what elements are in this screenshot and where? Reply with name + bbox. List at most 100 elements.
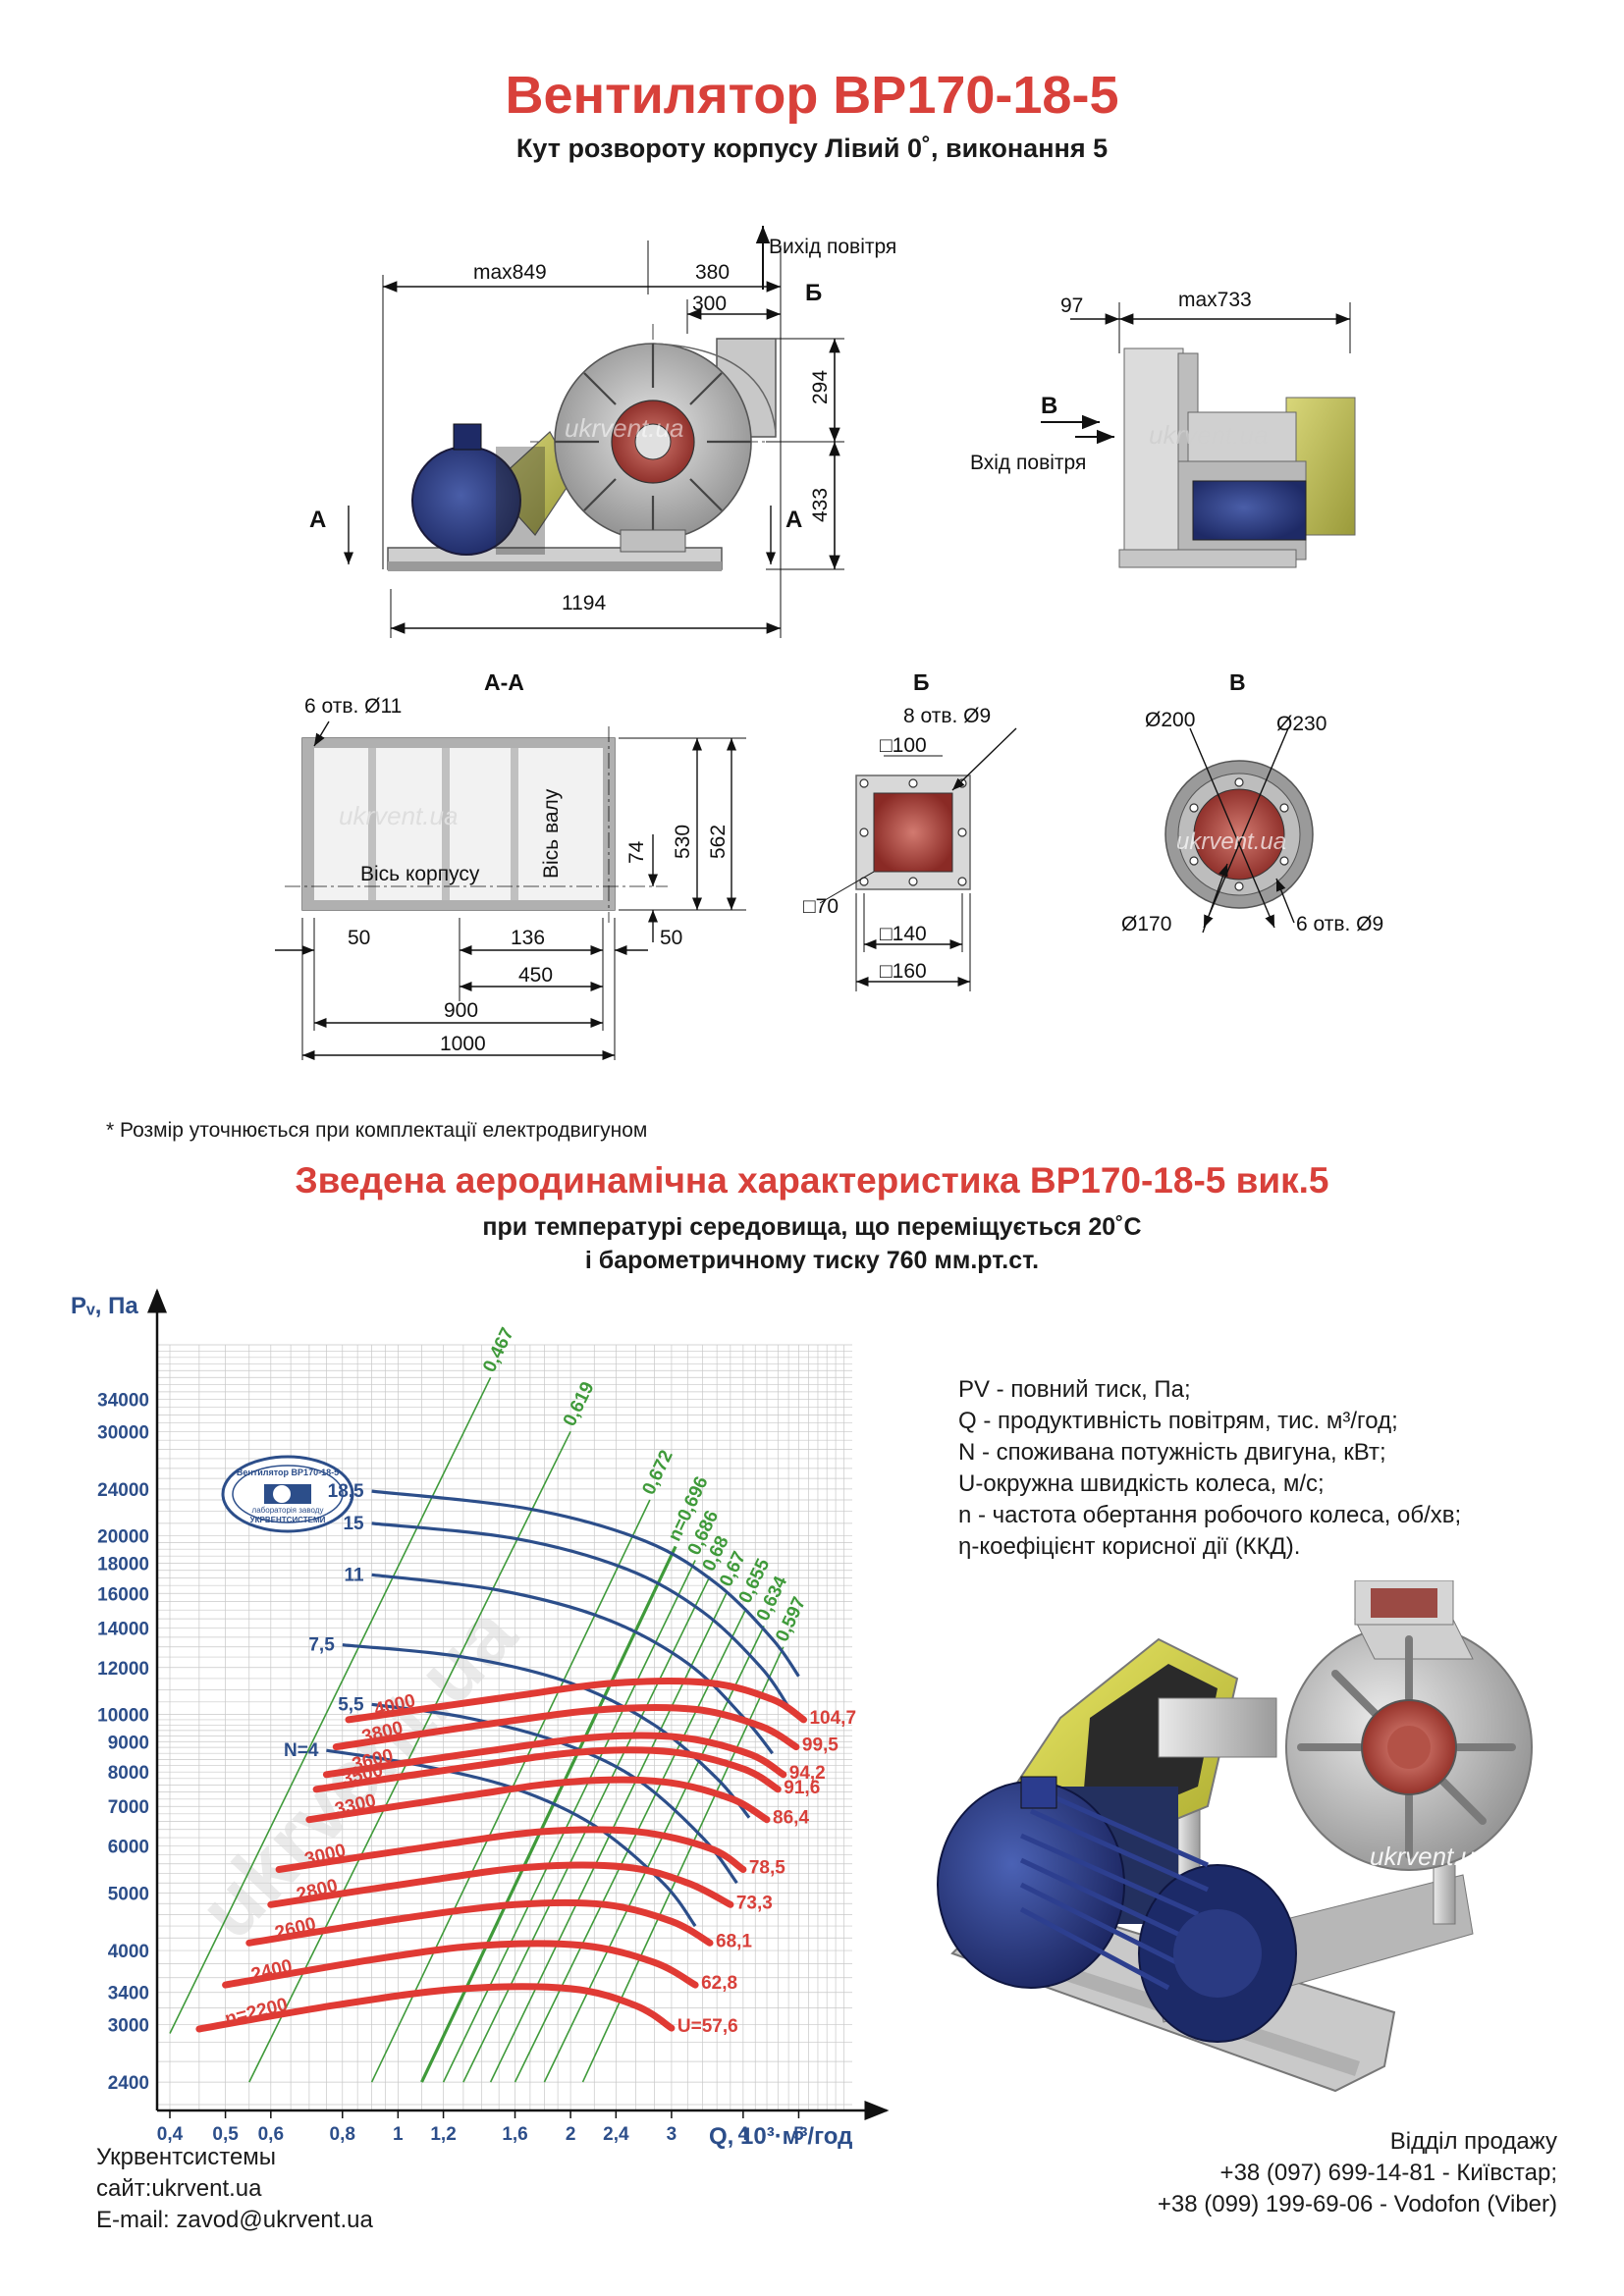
- x-tick-label: 0,6: [258, 2124, 284, 2145]
- power-label: 18,5: [328, 1481, 364, 1502]
- chart-section-title: Зведена аеродинамічна характеристика ВР1…: [295, 1160, 1329, 1201]
- section-aa: [275, 721, 746, 1061]
- y-tick-label: 3000: [108, 2016, 149, 2037]
- air-outlet-label: Вихід повітря: [769, 236, 896, 258]
- speed-curve: [222, 1940, 699, 1989]
- section-mark-a-right: А: [785, 507, 802, 533]
- dim-530: 530: [672, 825, 694, 859]
- x-tick-label: 5: [793, 2124, 804, 2145]
- dim-300: 300: [692, 293, 727, 315]
- x-tick-label: 1: [393, 2124, 404, 2145]
- dim-1194: 1194: [562, 592, 606, 614]
- fan-illustration: ukrvent.ua: [937, 1580, 1533, 2093]
- sales-phone-vodafone[interactable]: +38 (099) 199-69-06 - Vodofon (Viber): [1157, 2191, 1557, 2217]
- y-tick-label: 10000: [97, 1706, 149, 1727]
- dim-d200: Ø200: [1145, 709, 1195, 731]
- chart-axes: 2400 3000 3400 4000 5000 6000 7000 8000 9000 1000…: [97, 1288, 890, 2145]
- dim-d230: Ø230: [1276, 713, 1326, 735]
- dim-900: 900: [444, 999, 478, 1022]
- dim-50-left: 50: [348, 927, 370, 949]
- x-tick-label: 0,4: [157, 2124, 184, 2145]
- company-name: Укрвентсистемы: [96, 2144, 277, 2170]
- efficiency-line: [169, 1376, 492, 2034]
- velocity-label: U=57,6: [677, 2016, 738, 2037]
- legend-item: Q - продуктивність повітрям, тис. м³/год…: [958, 1408, 1398, 1434]
- y-tick-label: 7000: [108, 1797, 149, 1818]
- dim-max849: max849: [473, 261, 547, 284]
- section-v-label: В: [1229, 669, 1246, 695]
- y-tick-label: 4000: [108, 1942, 149, 1962]
- power-curve: [342, 1643, 751, 1819]
- dim-sq70: □70: [803, 895, 839, 918]
- lab-stamp: Вентилятор ВР170-18-5 лабораторія заводу…: [221, 1455, 354, 1533]
- company-contacts: Укрвентсистемы сайт:ukrvent.ua E-mail: z…: [96, 2142, 373, 2236]
- legend-item: η-коефіцієнт корисної дії (ККД).: [958, 1533, 1301, 1560]
- section-v-holes: 6 отв. Ø9: [1296, 913, 1383, 935]
- y-tick-label: 2400: [108, 2073, 149, 2094]
- axis-body-label: Вісь корпусу: [360, 863, 480, 885]
- y-tick-label: 5000: [108, 1885, 149, 1905]
- dim-sq160: □160: [880, 960, 927, 983]
- y-axis-title: Pᵥ, Па: [71, 1293, 138, 1319]
- power-label: 5,5: [338, 1694, 364, 1715]
- page-subtitle: Кут розвороту корпусу Лівий 0˚, виконанн…: [515, 133, 1109, 163]
- stamp-bottom1: лабораторія заводу: [252, 1506, 324, 1515]
- company-email[interactable]: E-mail: zavod@ukrvent.ua: [96, 2207, 373, 2233]
- performance-chart: Вентилятор ВР170-18-5 лабораторія заводу…: [71, 1288, 890, 2150]
- speed-curve: [345, 1678, 807, 1724]
- dim-max733: max733: [1178, 289, 1252, 311]
- y-tick-label: 8000: [108, 1763, 149, 1784]
- power-label: 7,5: [308, 1635, 335, 1656]
- air-inlet-label: Вхід повітря: [970, 452, 1086, 474]
- power-label: 15: [343, 1514, 364, 1534]
- velocity-label: 62,8: [701, 1973, 737, 1994]
- section-aa-label: А-А: [484, 669, 524, 695]
- power-label: N=4: [284, 1740, 319, 1761]
- page-title: Вентилятор ВР170-18-5: [505, 66, 1119, 125]
- velocity-label: 99,5: [802, 1735, 839, 1756]
- y-tick-label: 6000: [108, 1838, 149, 1858]
- dim-d170: Ø170: [1121, 913, 1171, 935]
- y-tick-label: 20000: [97, 1527, 149, 1548]
- speed-curve: [312, 1746, 782, 1793]
- power-curve: [371, 1489, 800, 1678]
- company-site[interactable]: сайт:ukrvent.ua: [96, 2175, 262, 2202]
- dim-433: 433: [809, 488, 832, 522]
- x-tick-label: 0,5: [212, 2124, 239, 2145]
- drawing-labels: Вихід повітря max849 380 300 294 433 119…: [304, 236, 1383, 1055]
- dim-97: 97: [1060, 294, 1083, 317]
- velocity-label: 104,7: [809, 1708, 856, 1729]
- watermark-side: ukrvent.ua: [1149, 420, 1268, 450]
- power-curve: [371, 1522, 790, 1708]
- x-axis-title: Q, 10³·м³/год: [709, 2123, 852, 2150]
- efficiency-label: 0,619: [560, 1379, 599, 1430]
- y-tick-label: 16000: [97, 1584, 149, 1605]
- y-tick-label: 18000: [97, 1554, 149, 1575]
- axis-shaft-label: Вісь валу: [540, 788, 563, 879]
- power-label: 11: [345, 1565, 365, 1585]
- efficiency-line: [420, 1545, 677, 2083]
- section-b: [819, 727, 1017, 991]
- sales-contacts: Відділ продажу +38 (097) 699-14-81 - Киї…: [1158, 2126, 1557, 2220]
- legend: PV - повний тиск, Па; Q - продуктивність…: [958, 1374, 1461, 1563]
- legend-item: N - споживана потужність двигуна, кВт;: [958, 1439, 1386, 1466]
- section-b-label: Б: [913, 669, 930, 695]
- speed-curve: [245, 1898, 714, 1947]
- efficiency-line: [514, 1608, 747, 2083]
- y-tick-label: 34000: [97, 1390, 149, 1411]
- legend-item: PV - повний тиск, Па;: [958, 1376, 1191, 1403]
- dim-562: 562: [707, 825, 730, 859]
- y-tick-label: 3400: [108, 1984, 149, 2004]
- section-aa-holes: 6 отв. Ø11: [304, 695, 402, 718]
- section-mark-a-left: А: [309, 507, 326, 533]
- legend-item: n - частота обертання робочого колеса, о…: [958, 1502, 1462, 1528]
- speed-curve: [267, 1861, 734, 1908]
- sales-phone-kyivstar[interactable]: +38 (097) 699-14-81 - Київстар;: [1219, 2160, 1557, 2186]
- speed-curve: [332, 1703, 800, 1751]
- speed-curve: [322, 1732, 787, 1779]
- section-b-holes: 8 отв. Ø9: [903, 705, 991, 727]
- watermark-front: ukrvent.ua: [565, 413, 683, 443]
- y-tick-label: 9000: [108, 1733, 149, 1753]
- chart-condition-temperature: при температурі середовища, що переміщує…: [482, 1213, 1142, 1241]
- y-tick-label: 14000: [97, 1619, 149, 1639]
